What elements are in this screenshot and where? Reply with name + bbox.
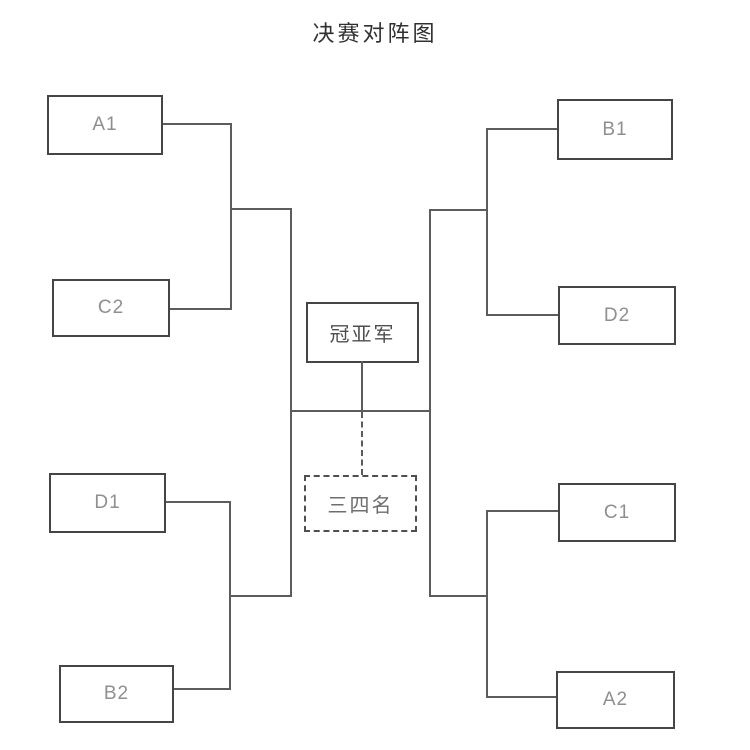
connector-third-place-stem-dashed bbox=[361, 412, 363, 475]
connector-right-top-out bbox=[429, 209, 488, 211]
diagram-title: 决赛对阵图 bbox=[312, 22, 438, 47]
connector-b1-h bbox=[486, 128, 557, 130]
team-box-c1: C1 bbox=[558, 483, 676, 542]
team-box-b1: B1 bbox=[557, 99, 673, 160]
team-box-d1: D1 bbox=[49, 473, 166, 533]
third-place-label: 三四名 bbox=[327, 495, 394, 517]
connector-d1-h bbox=[166, 501, 231, 503]
team-label-c2: C2 bbox=[97, 297, 125, 318]
final-box: 冠亚军 bbox=[306, 302, 419, 363]
team-box-a2: A2 bbox=[556, 671, 675, 729]
connector-d2-h bbox=[486, 314, 558, 316]
connector-champion-stem bbox=[361, 361, 363, 412]
connector-right-bottom-vertical bbox=[486, 510, 488, 698]
third-place-box: 三四名 bbox=[304, 475, 417, 532]
connector-c1-h bbox=[487, 510, 558, 512]
team-label-c1: C1 bbox=[603, 501, 631, 523]
connector-center-right-vertical bbox=[429, 209, 431, 597]
connector-right-bottom-out bbox=[429, 595, 488, 597]
connector-final-h bbox=[290, 410, 431, 412]
connector-c2-h bbox=[170, 308, 232, 310]
team-box-c2: C2 bbox=[52, 279, 170, 337]
team-label-a1: A1 bbox=[92, 114, 118, 135]
team-box-d2: D2 bbox=[558, 286, 676, 345]
team-label-d2: D2 bbox=[603, 304, 631, 326]
team-label-b2: B2 bbox=[103, 683, 130, 704]
connector-b2-h bbox=[174, 688, 231, 690]
connector-a2-h bbox=[487, 696, 556, 698]
connector-center-left-vertical bbox=[290, 208, 292, 597]
connector-right-top-vertical bbox=[486, 128, 488, 316]
team-box-b2: B2 bbox=[59, 665, 174, 723]
team-label-d1: D1 bbox=[94, 492, 121, 513]
team-label-a2: A2 bbox=[602, 689, 629, 710]
connector-left-top-vertical bbox=[230, 123, 232, 310]
connector-left-bottom-out bbox=[229, 595, 292, 597]
connector-left-top-out bbox=[230, 208, 292, 210]
connector-a1-h bbox=[163, 123, 232, 125]
team-box-a1: A1 bbox=[47, 95, 163, 155]
team-label-b1: B1 bbox=[602, 118, 628, 140]
final-label: 冠亚军 bbox=[329, 324, 396, 346]
